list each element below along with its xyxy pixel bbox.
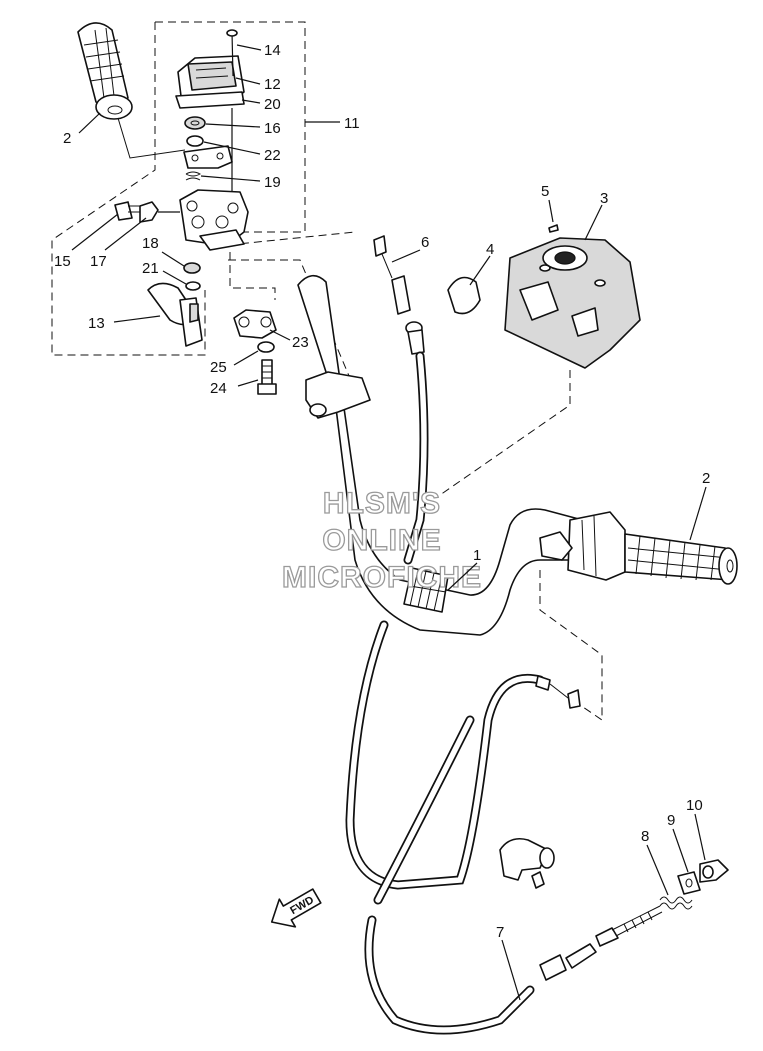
callout-18: 18	[142, 235, 159, 252]
throttle-housing-cover	[175, 29, 245, 109]
callout-23: 23	[292, 334, 309, 351]
callout-16: 16	[264, 120, 281, 137]
washer-stack	[183, 108, 233, 196]
callout-2-right: 2	[702, 470, 710, 487]
pin	[548, 224, 559, 233]
watermark-line-2: ONLINE	[322, 524, 441, 557]
handlebar-clamp	[233, 309, 277, 395]
knurled-section	[403, 567, 449, 613]
handlebar	[297, 274, 591, 636]
switch-cap	[447, 276, 481, 315]
brake-cable	[539, 905, 663, 981]
watermark: HLSM'S ONLINE MICROFICHE	[281, 486, 482, 594]
callout-5: 5	[541, 183, 549, 200]
callout-10: 10	[686, 797, 703, 814]
throttle-lever	[147, 262, 203, 347]
callout-2-left: 2	[63, 130, 71, 147]
callout-7: 7	[496, 924, 504, 941]
callout-21: 21	[142, 260, 159, 277]
callout-3: 3	[600, 190, 608, 207]
right-grip	[539, 511, 738, 585]
cable-routing	[345, 620, 581, 1035]
callout-8: 8	[641, 828, 649, 845]
adjuster-screw-and-nut	[114, 201, 180, 223]
callout-15: 15	[54, 253, 71, 270]
callout-11: 11	[344, 115, 360, 132]
callout-22: 22	[264, 147, 281, 164]
left-grip	[77, 22, 186, 159]
callout-4: 4	[486, 241, 494, 258]
adjuster-knob	[699, 859, 729, 883]
switch-cover	[504, 237, 641, 369]
callout-9: 9	[667, 812, 675, 829]
callout-13: 13	[88, 315, 105, 332]
fwd-direction-arrow: FWD	[270, 888, 322, 928]
callout-20: 20	[264, 96, 281, 113]
callout-25: 25	[210, 359, 227, 376]
adjuster-spring	[659, 896, 693, 910]
leader-lines	[71, 44, 707, 1001]
watermark-line-1: HLSM'S	[323, 487, 441, 520]
throttle-cable	[373, 235, 429, 565]
adjuster-nut	[677, 871, 701, 895]
callout-14: 14	[264, 42, 281, 59]
throttle-housing-body	[179, 189, 249, 251]
callout-19: 19	[264, 174, 281, 191]
callout-6: 6	[421, 234, 429, 251]
callout-12: 12	[264, 76, 281, 93]
cable-elbow-fitting	[499, 837, 555, 889]
callout-24: 24	[210, 380, 227, 397]
callout-labels: 14 12 20 16 22 19 11 2 15 17 18 21 13 5 …	[54, 42, 710, 941]
watermark-line-3: MICROFICHE	[282, 561, 482, 594]
callout-17: 17	[90, 253, 107, 270]
callout-1: 1	[473, 547, 481, 564]
